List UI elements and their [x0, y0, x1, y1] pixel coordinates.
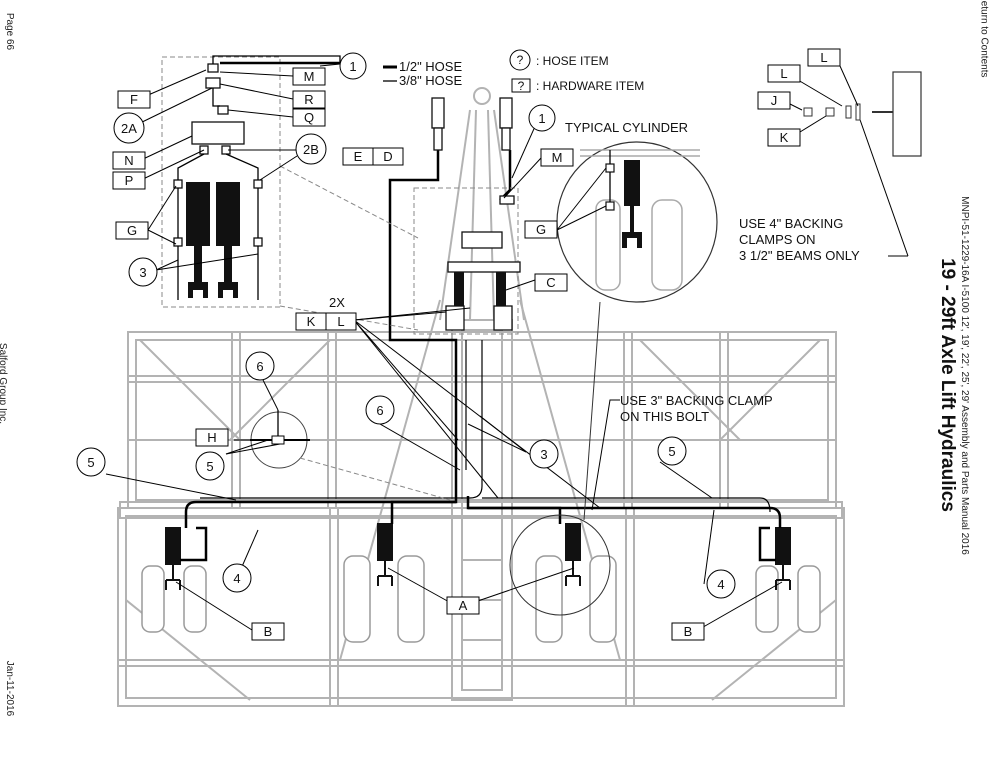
hardware-callout-K-top: K [295, 312, 327, 331]
svg-text:2B: 2B [303, 142, 319, 157]
svg-text:5: 5 [206, 459, 213, 474]
svg-text:B: B [684, 624, 693, 639]
svg-text:5: 5 [87, 455, 94, 470]
hose-callout-5-far-left: 5 [76, 447, 106, 477]
svg-text:D: D [383, 149, 392, 164]
svg-text:L: L [780, 66, 787, 81]
hose-callout-4-left: 4 [222, 563, 252, 593]
svg-text:L: L [337, 314, 344, 329]
hardware-callout-F: F [117, 90, 151, 109]
typical-cylinder-note: TYPICAL CYLINDER [565, 120, 688, 135]
hardware-callout-L-fig2: L [807, 48, 841, 67]
hose-callout-5-right: 5 [657, 436, 687, 466]
hardware-callout-R: R [292, 90, 326, 109]
hose-callout-2a: 2A [113, 112, 145, 144]
hose-legend: 1/2" HOSE 3/8" HOSE ? : HOSE ITEM ? : HA… [383, 49, 644, 93]
hardware-callout-M-top: M [292, 67, 326, 86]
backing-clamps-line1: USE 4" BACKING [739, 216, 843, 231]
hardware-callout-J: J [757, 91, 791, 110]
hardware-callout-M-center: M [540, 148, 574, 167]
backing-clamp-note: USE 4" BACKING CLAMPS ON 3 1/2" BEAMS ON… [739, 113, 909, 263]
backing-clamps-line2: CLAMPS ON [739, 232, 816, 247]
hardware-callout-Q: Q [292, 108, 326, 127]
svg-text:M: M [304, 69, 315, 84]
hose-callout-2b: 2B [295, 133, 327, 165]
cylinder-detail-circle [509, 514, 611, 616]
hose-callout-1-top: 1 [339, 52, 367, 80]
svg-text:3: 3 [540, 447, 547, 462]
svg-text:6: 6 [376, 403, 383, 418]
svg-text:Q: Q [304, 110, 314, 125]
wheel-hub-figure [789, 65, 922, 157]
hardware-callout-L-fig1: L [767, 64, 801, 83]
hose-callout-6-center: 6 [365, 395, 395, 425]
legend-hose-symbol: ? [517, 53, 524, 67]
hardware-callouts: F M R Q N P G [112, 48, 841, 641]
svg-text:4: 4 [717, 577, 724, 592]
svg-text:1: 1 [349, 59, 356, 74]
svg-text:H: H [207, 430, 216, 445]
hose-callouts: 1 1 2A 2B 3 3 [76, 52, 736, 599]
legend-hardware-symbol: ? [518, 79, 525, 93]
svg-text:6: 6 [256, 359, 263, 374]
legend-half-hose: 1/2" HOSE [399, 59, 462, 74]
quantity-2x: 2X [329, 295, 345, 310]
svg-text:M: M [552, 150, 563, 165]
hardware-callout-E: E [342, 147, 374, 166]
svg-text:4: 4 [233, 571, 240, 586]
hose-callout-1-center: 1 [528, 104, 556, 132]
svg-text:R: R [304, 92, 313, 107]
legend-three-eighths-hose: 3/8" HOSE [399, 73, 462, 88]
backing-clamps-line3: 3 1/2" BEAMS ONLY [739, 248, 860, 263]
hose-callout-3-left: 3 [128, 257, 158, 287]
hardware-callout-P: P [112, 171, 146, 190]
leader-lines [105, 63, 783, 631]
svg-text:3: 3 [139, 265, 146, 280]
svg-text:C: C [546, 275, 555, 290]
hardware-callout-G-detail: G [524, 220, 558, 239]
hose-callout-6-detail: 6 [245, 351, 275, 381]
svg-text:A: A [459, 598, 468, 613]
svg-text:1: 1 [538, 111, 545, 126]
svg-text:K: K [780, 130, 789, 145]
hardware-callout-G-left: G [115, 221, 149, 240]
svg-text:F: F [130, 92, 138, 107]
hardware-callout-L-top: L [325, 312, 357, 331]
svg-text:N: N [124, 153, 133, 168]
svg-text:G: G [127, 223, 137, 238]
svg-text:2A: 2A [121, 121, 137, 136]
svg-text:B: B [264, 624, 273, 639]
svg-text:J: J [771, 93, 778, 108]
typical-cylinder-detail: TYPICAL CYLINDER [556, 120, 718, 521]
hardware-callout-K-fig: K [767, 128, 801, 147]
hose-callout-3-center: 3 [529, 439, 559, 469]
svg-text:5: 5 [668, 444, 675, 459]
svg-text:P: P [125, 173, 134, 188]
hose-runs-thin [200, 340, 771, 513]
backing-clamp-bolt-line2: ON THIS BOLT [620, 409, 709, 424]
legend-hose-item: : HOSE ITEM [536, 54, 609, 68]
svg-text:L: L [820, 50, 827, 65]
svg-text:K: K [307, 314, 316, 329]
valve-detail-box [161, 55, 419, 331]
bracket-detail-circle [250, 410, 451, 501]
hardware-callout-D: D [372, 147, 404, 166]
hardware-callout-A: A [446, 596, 480, 615]
hardware-callout-C: C [534, 273, 568, 292]
hose-callout-5-detail: 5 [195, 451, 225, 481]
legend-hardware-item: : HARDWARE ITEM [536, 79, 644, 93]
center-detail [413, 97, 521, 335]
svg-text:E: E [354, 149, 363, 164]
hardware-callout-H: H [195, 428, 229, 447]
hardware-callout-B-left: B [251, 622, 285, 641]
hose-callout-4-right: 4 [706, 569, 736, 599]
axle-cylinders [165, 523, 791, 590]
hardware-callout-N: N [112, 151, 146, 170]
svg-text:G: G [536, 222, 546, 237]
backing-clamp-bolt-note: USE 3" BACKING CLAMP ON THIS BOLT [591, 393, 773, 511]
hardware-callout-B-right: B [671, 622, 705, 641]
backing-clamp-bolt-line1: USE 3" BACKING CLAMP [620, 393, 773, 408]
